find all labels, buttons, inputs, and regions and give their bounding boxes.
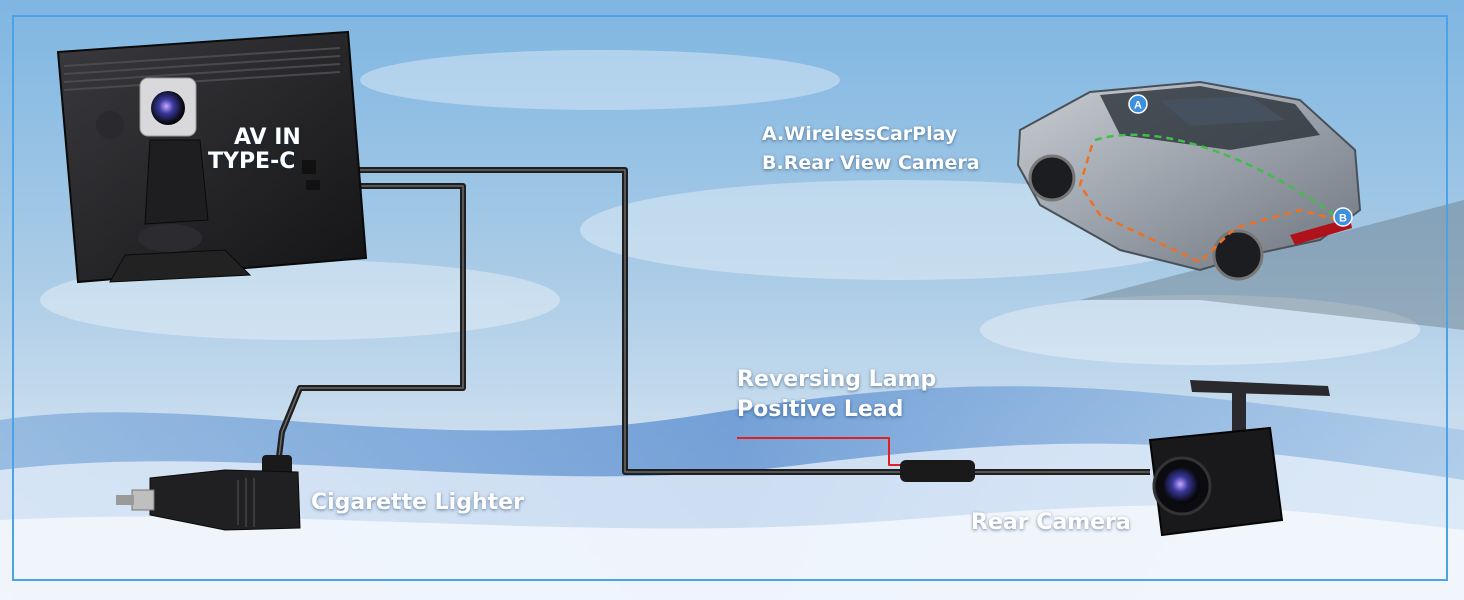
route-green-dashed [1094, 133, 1339, 220]
car-sunroof [1160, 96, 1285, 126]
av-in-port [302, 160, 316, 174]
cigarette-lighter-label: Cigarette Lighter [311, 490, 524, 515]
camera-mount-bracket [1190, 380, 1330, 396]
marker-a [1128, 94, 1148, 114]
rear-camera-device [1148, 380, 1330, 537]
reversing-lamp-label-line2: Positive Lead [737, 397, 904, 422]
inline-connector [900, 460, 975, 482]
suv-car: A B [1016, 80, 1362, 281]
type-c-label: TYPE-C [208, 149, 296, 174]
type-c-port [306, 180, 320, 190]
legend-item-a: A.WirelessCarPlay [762, 123, 958, 145]
route-orange-dashed [1078, 144, 1339, 264]
rear-camera-label: Rear Camera [971, 510, 1131, 535]
legend-item-b: B.Rear View Camera [762, 152, 980, 174]
lighter-contact [116, 495, 134, 505]
reversing-lamp-label-line1: Reversing Lamp [737, 367, 937, 392]
rear-wheel [1212, 229, 1264, 281]
marker-b-text: B [1339, 213, 1347, 225]
lighter-tip [131, 489, 155, 511]
positive-lead-wire [737, 437, 902, 466]
power-cable-highlight [277, 185, 464, 466]
cable-network [275, 167, 1150, 475]
front-wheel [1028, 154, 1076, 202]
cigarette-lighter-plug [116, 455, 301, 531]
camera-cable-highlight [300, 169, 1150, 473]
marker-b [1333, 207, 1353, 227]
car-shadow [1080, 200, 1464, 330]
monitor-device [56, 30, 368, 284]
monitor-camera-lens [151, 91, 185, 125]
monitor-speaker-grill [96, 111, 124, 139]
marker-a-text: A [1134, 100, 1142, 112]
rear-camera-lens [1164, 468, 1200, 504]
wave-layer [0, 386, 1464, 600]
av-in-label: AV IN [234, 125, 301, 150]
monitor-base [109, 249, 252, 283]
tail-light [1290, 218, 1352, 245]
